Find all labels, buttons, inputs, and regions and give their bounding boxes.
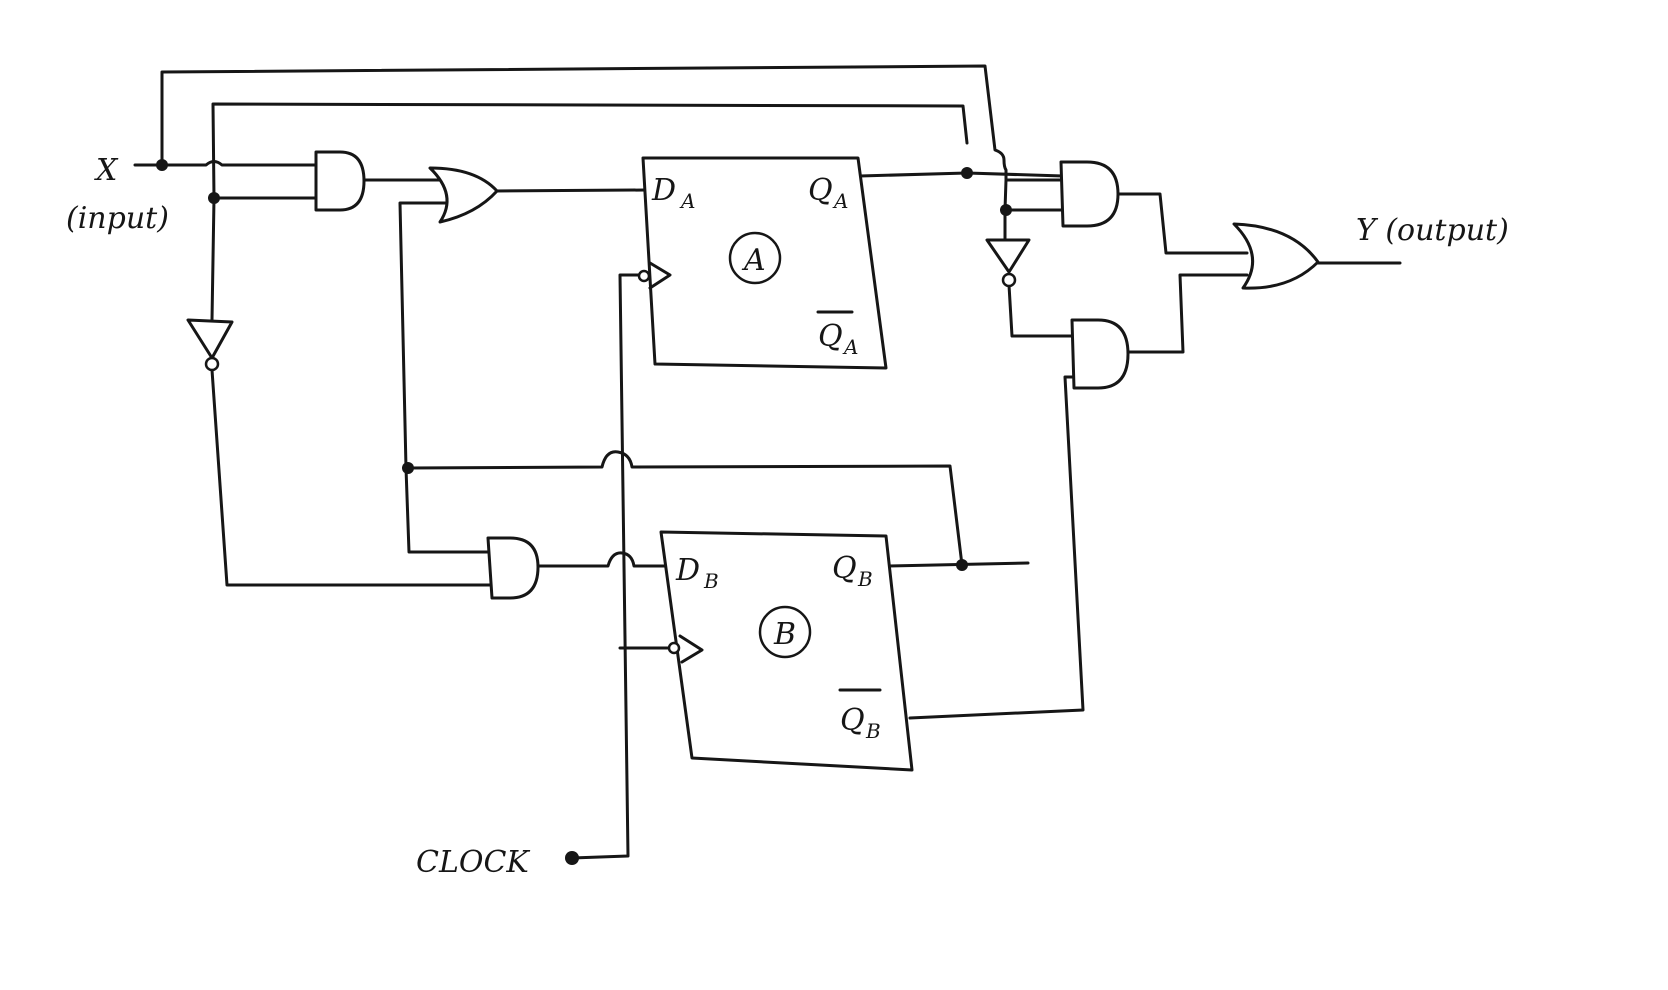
not-gate-qa-bubble <box>1001 272 1017 288</box>
flip-flop-a-clock-triangle <box>648 261 672 290</box>
flip-flop-a-box <box>641 156 888 370</box>
flip-flop-a-qbar-sub: A <box>842 335 858 359</box>
not-gate-x-bubble <box>204 356 220 372</box>
or-gate-y <box>1232 222 1320 290</box>
flip-flop-b-d-label: D <box>675 553 700 588</box>
gates <box>186 150 1320 600</box>
wire-clock <box>570 273 644 860</box>
or-gate-da <box>428 166 499 224</box>
flip-flop-a-qbar-label: Q <box>818 319 843 354</box>
wire-and-top-to-or <box>1116 192 1249 255</box>
not-gate-x <box>186 318 234 360</box>
flip-flop-b-clock-triangle <box>678 634 704 664</box>
wire-notx-to-and-db <box>210 368 494 587</box>
flip-flop-a-ring <box>728 231 782 285</box>
wire-x-top-loop <box>160 64 1065 182</box>
junction-dot <box>961 167 973 179</box>
wire-notqa-to-and <box>1007 283 1074 338</box>
wire-qb-feedback <box>406 450 964 567</box>
flip-flop-a-q-label: Q <box>808 173 833 208</box>
flip-flop-b: B D B Q B Q B <box>659 530 914 772</box>
junction-dot <box>956 559 968 571</box>
junction-dot <box>208 192 220 204</box>
not-gate-qa <box>985 238 1031 274</box>
flip-flop-a-d-label: D <box>651 173 676 208</box>
flip-flop-b-ring <box>758 605 812 659</box>
and-gate-y-top <box>1059 160 1120 228</box>
flip-flop-b-qbar-label: Q <box>840 703 865 738</box>
flip-flop-a-q-sub: A <box>832 189 848 213</box>
flip-flop-b-box <box>659 530 914 772</box>
junction-dot <box>402 462 414 474</box>
wire-or-to-da <box>493 188 647 193</box>
and-gate-db <box>486 536 540 600</box>
x-input-label: X <box>94 153 119 188</box>
junction-dot <box>1000 204 1012 216</box>
wire-x-second-loop <box>211 102 969 200</box>
flip-flop-b-q-sub: B <box>857 567 873 591</box>
wire-x-to-and <box>160 160 318 167</box>
flip-flop-a: A D A Q A Q A <box>637 156 888 370</box>
flip-flop-b-id: B <box>773 617 796 652</box>
flip-flop-b-q-label: Q <box>832 551 857 586</box>
wire-qbbar-to-and <box>908 375 1085 720</box>
x-input-note: (input) <box>66 201 169 236</box>
wire-qa-to-not <box>1003 178 1065 212</box>
junctions <box>156 159 1012 865</box>
flip-flop-b-clock-bubble <box>667 641 681 655</box>
wire-and-to-db <box>534 551 674 568</box>
junction-dot <box>156 159 168 171</box>
and-gate-y-bottom <box>1070 318 1130 390</box>
and-gate-input <box>314 150 366 212</box>
flip-flop-a-d-sub: A <box>679 189 695 213</box>
clock-label: CLOCK <box>416 845 530 880</box>
wire-and-bottom-to-or <box>1126 273 1249 354</box>
wire-qb-loop-vertical <box>398 201 490 554</box>
flip-flop-a-id: A <box>741 243 766 278</box>
y-output-label: Y (output) <box>1356 213 1509 248</box>
clock-terminal <box>565 851 579 865</box>
flip-flop-b-qbar-sub: B <box>865 719 881 743</box>
wire-x-to-not <box>210 196 216 322</box>
flip-flop-a-clock-bubble <box>637 269 651 283</box>
flip-flop-b-d-sub: B <box>703 569 719 593</box>
